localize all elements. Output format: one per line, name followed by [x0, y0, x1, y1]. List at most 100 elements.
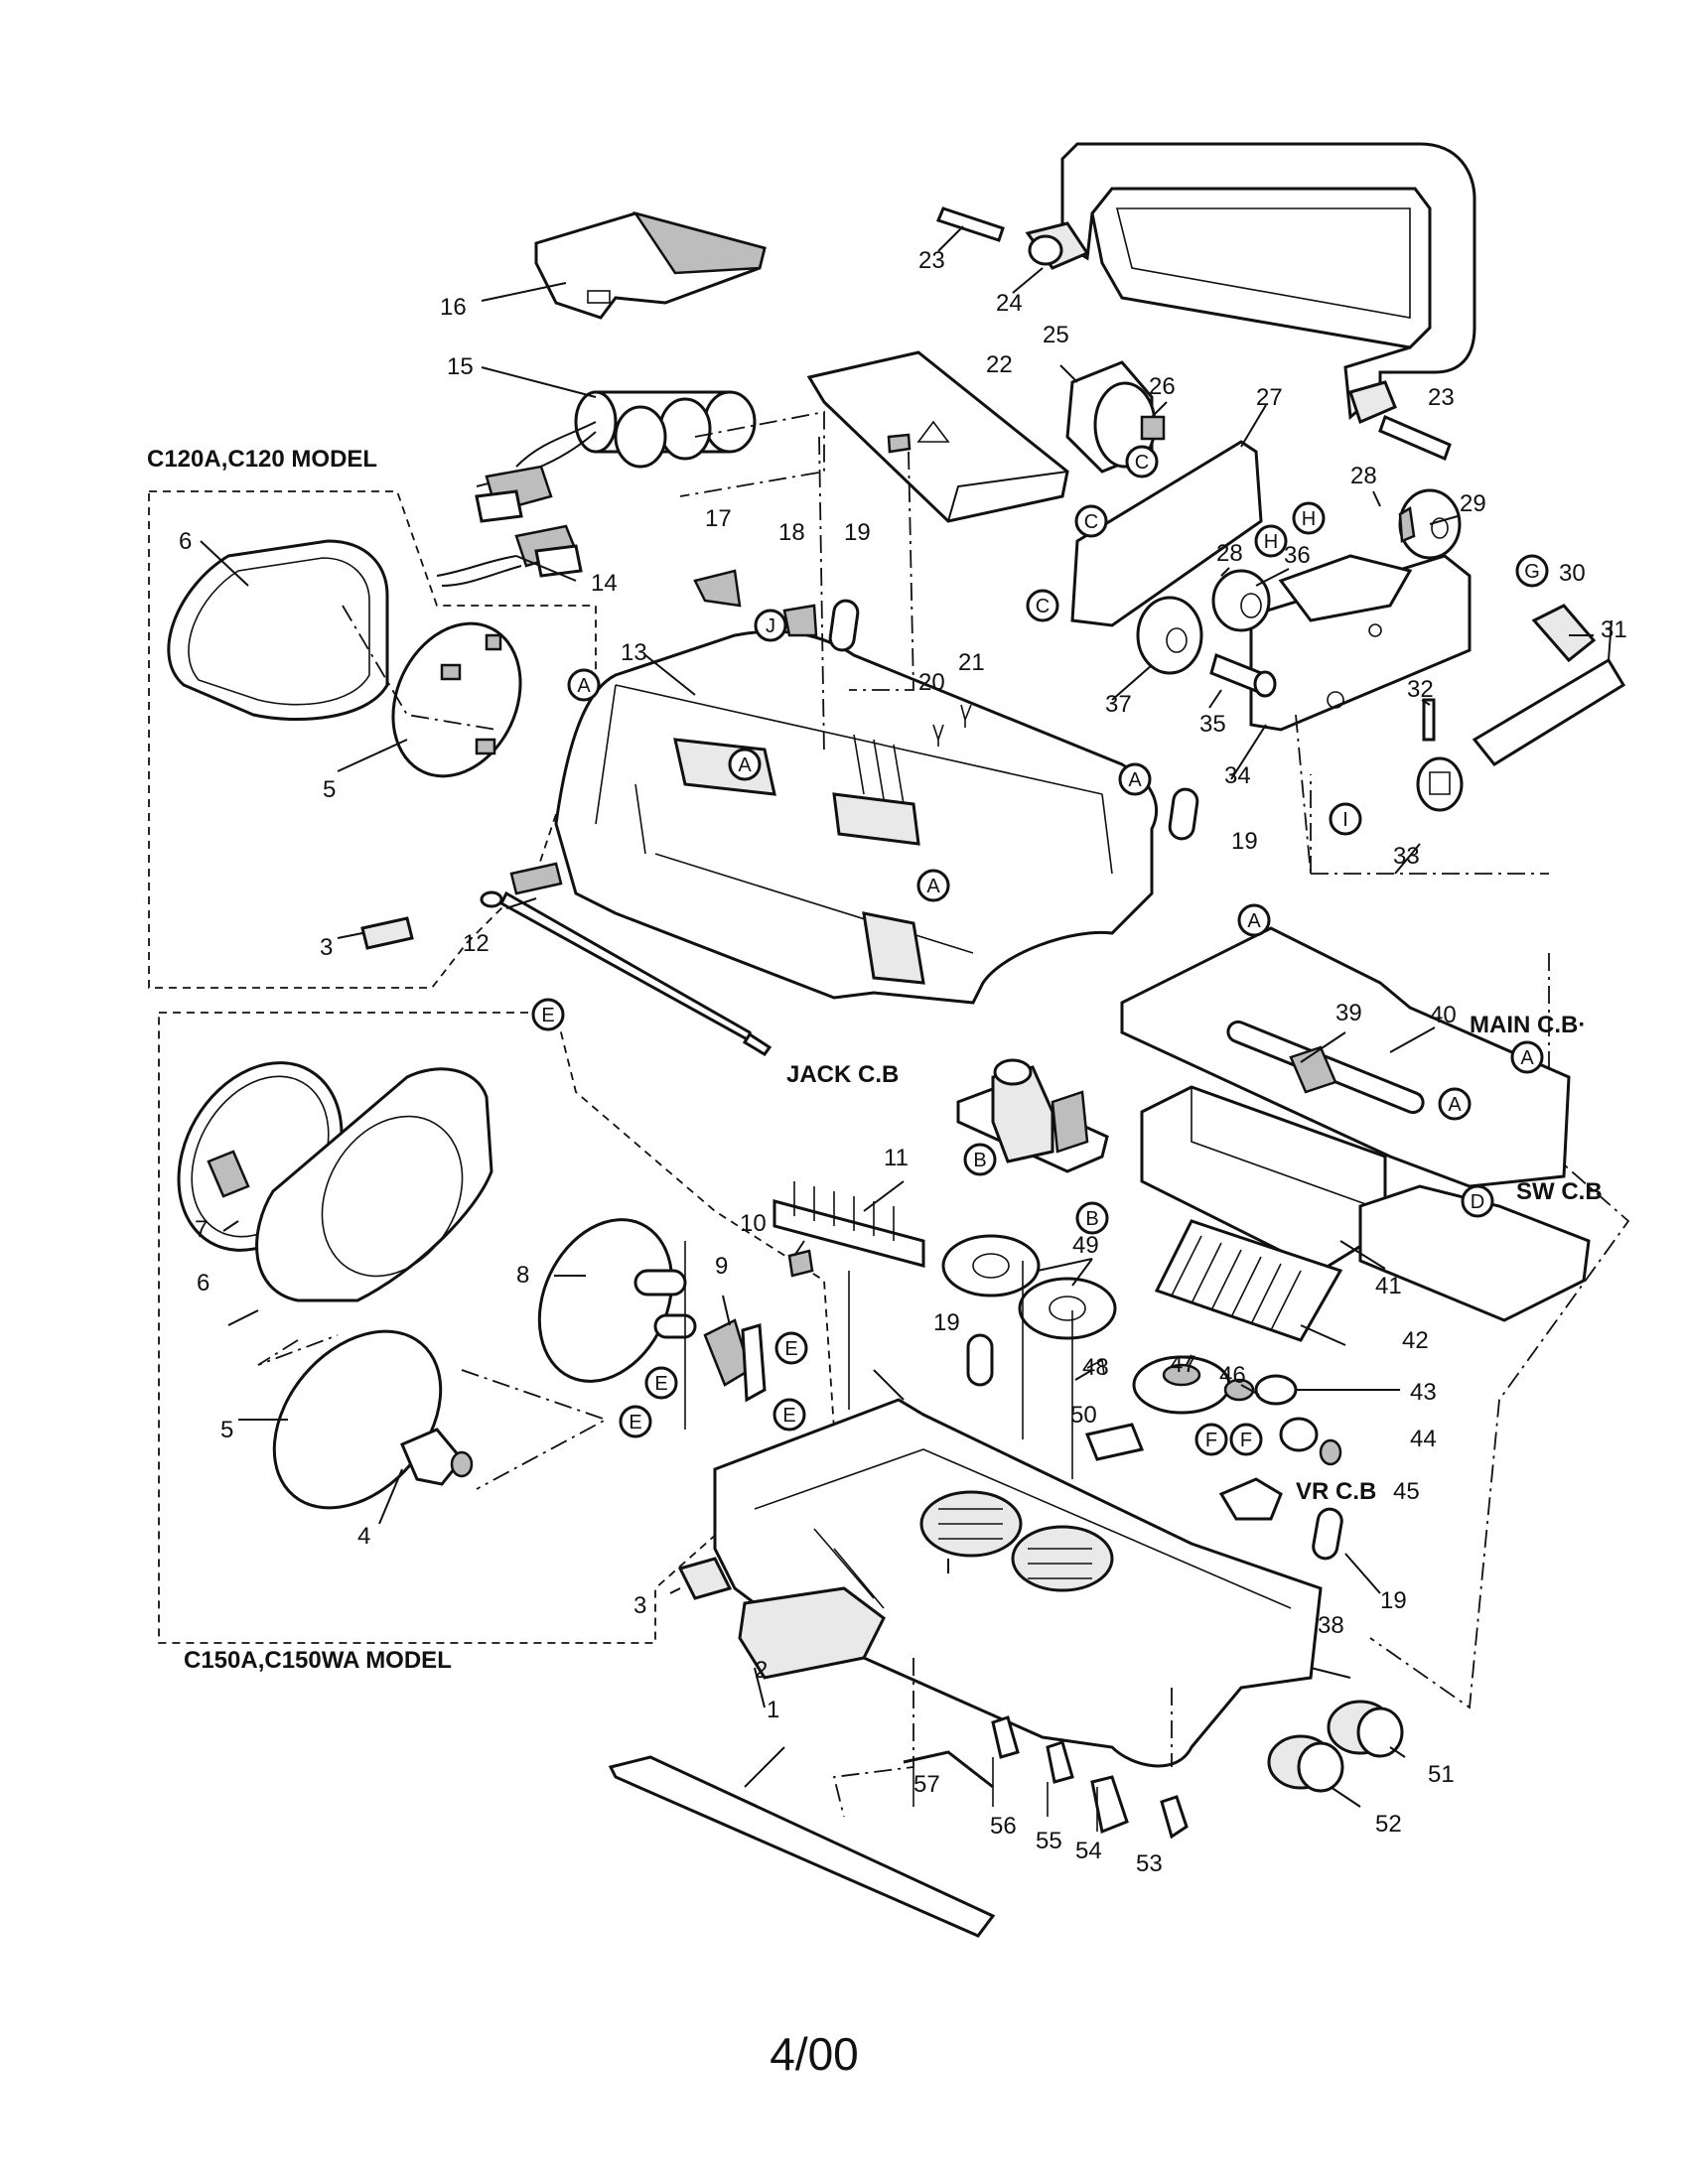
part-number: 43	[1410, 1379, 1437, 1406]
upper-cabinet	[554, 629, 1159, 1005]
part-number: 6	[197, 1270, 210, 1297]
mechanism-chassis	[1070, 440, 1472, 732]
part-number: 18	[778, 519, 805, 546]
part-10	[787, 1249, 814, 1278]
part-number: 39	[1335, 1000, 1362, 1026]
connector-marker: E	[772, 1398, 806, 1432]
gear-37	[1136, 596, 1203, 675]
part-number: 57	[913, 1771, 940, 1798]
main-circuit-board	[1120, 926, 1571, 1188]
assembly-guides	[257, 410, 1312, 1818]
lever-31	[1472, 657, 1626, 766]
part-55	[1046, 1740, 1074, 1784]
connector-marker: E	[531, 998, 565, 1031]
ring-45	[1319, 1438, 1342, 1466]
speaker-49-b	[1018, 1277, 1117, 1340]
connector-marker: C	[1125, 445, 1159, 478]
part-number: 29	[1460, 490, 1486, 517]
bracket-50	[1084, 1423, 1145, 1461]
clip-3	[677, 1557, 733, 1600]
part-number: 12	[463, 930, 490, 957]
part-number: 34	[1224, 762, 1251, 789]
part-number: 50	[1070, 1402, 1097, 1429]
part-number: 15	[447, 353, 474, 380]
gear-43	[1254, 1374, 1298, 1406]
pin-32	[1422, 698, 1436, 742]
part-54	[1090, 1775, 1129, 1835]
upper-clip	[360, 916, 414, 950]
part-number: 53	[1136, 1850, 1163, 1877]
pin-23-left	[935, 206, 1005, 242]
part-number: 13	[621, 639, 647, 666]
part-number: 33	[1393, 843, 1420, 870]
part-number: 24	[996, 290, 1023, 317]
handle	[1025, 142, 1476, 425]
connector-letter: E	[541, 1005, 554, 1026]
connector-marker: H	[1292, 501, 1326, 535]
connector-letter: A	[577, 675, 591, 697]
connector-letter: H	[1302, 508, 1316, 530]
connector-letter: A	[1128, 769, 1142, 791]
connector-letter: F	[1240, 1430, 1252, 1451]
part-number: 31	[1601, 616, 1627, 643]
battery-terminal	[436, 524, 583, 587]
part-number: 26	[1149, 373, 1176, 400]
part-number: 19	[933, 1309, 960, 1336]
part-number: 51	[1428, 1761, 1455, 1788]
part-number: 19	[1380, 1587, 1407, 1614]
connector-letter: A	[1247, 910, 1261, 932]
connector-letter: I	[1342, 809, 1348, 831]
pad-19-c	[966, 1333, 994, 1387]
part-number: 38	[1318, 1612, 1344, 1639]
battery-pack	[475, 390, 757, 523]
connector-letter: C	[1084, 511, 1098, 533]
upper-speaker-frame	[167, 539, 389, 722]
clip-48	[1086, 1358, 1105, 1376]
part-number: 44	[1410, 1426, 1437, 1452]
vr-circuit-board	[1218, 1477, 1283, 1521]
part-number: 5	[323, 776, 336, 803]
part-number: 23	[918, 247, 945, 274]
part-number: 49	[1072, 1232, 1099, 1259]
connector-marker: J	[754, 609, 787, 642]
knob-52	[1267, 1734, 1344, 1793]
part-number: 55	[1036, 1828, 1062, 1854]
dial-33	[1416, 756, 1464, 812]
part-number: 14	[591, 570, 618, 597]
connector-marker: A	[728, 748, 762, 781]
part-number: 16	[440, 294, 467, 321]
part-number: 19	[1231, 828, 1258, 855]
gear-36	[1211, 569, 1271, 632]
speaker-mesh-42	[1154, 1219, 1343, 1342]
part-number: 30	[1559, 560, 1586, 587]
sw-cb-label: SW C.B	[1516, 1178, 1603, 1205]
battery-door	[806, 350, 1069, 523]
terminal-20	[932, 724, 944, 747]
part-number: 6	[179, 528, 192, 555]
main-cb-label: MAIN C.B·	[1470, 1012, 1586, 1038]
battery-cover	[534, 210, 767, 320]
knob-4	[400, 1428, 474, 1486]
connector-marker: E	[774, 1331, 808, 1365]
part-number: 23	[1428, 384, 1455, 411]
connector-letter: F	[1205, 1430, 1217, 1451]
connector-marker: F	[1194, 1423, 1228, 1456]
part-number: 27	[1256, 384, 1283, 411]
connector-letter: D	[1471, 1191, 1484, 1213]
lower-model-outline	[158, 1012, 835, 1644]
part-number: 2	[755, 1657, 768, 1684]
pad-19-b	[1168, 787, 1199, 841]
lower-model-label: C150A,C150WA MODEL	[184, 1647, 452, 1674]
connector-letter: A	[926, 876, 940, 897]
connector-marker: A	[1237, 903, 1271, 937]
part-number: 35	[1199, 711, 1226, 738]
sw-circuit-board	[1358, 1184, 1591, 1322]
label-strip-1	[608, 1755, 996, 1938]
knob-51	[1327, 1700, 1404, 1758]
connector-marker: F	[1229, 1423, 1263, 1456]
knob-44	[1279, 1417, 1319, 1452]
connector-marker: A	[916, 869, 950, 902]
spring-9	[703, 1318, 767, 1403]
part-number: 45	[1393, 1478, 1420, 1505]
connector-letter: G	[1524, 561, 1540, 583]
